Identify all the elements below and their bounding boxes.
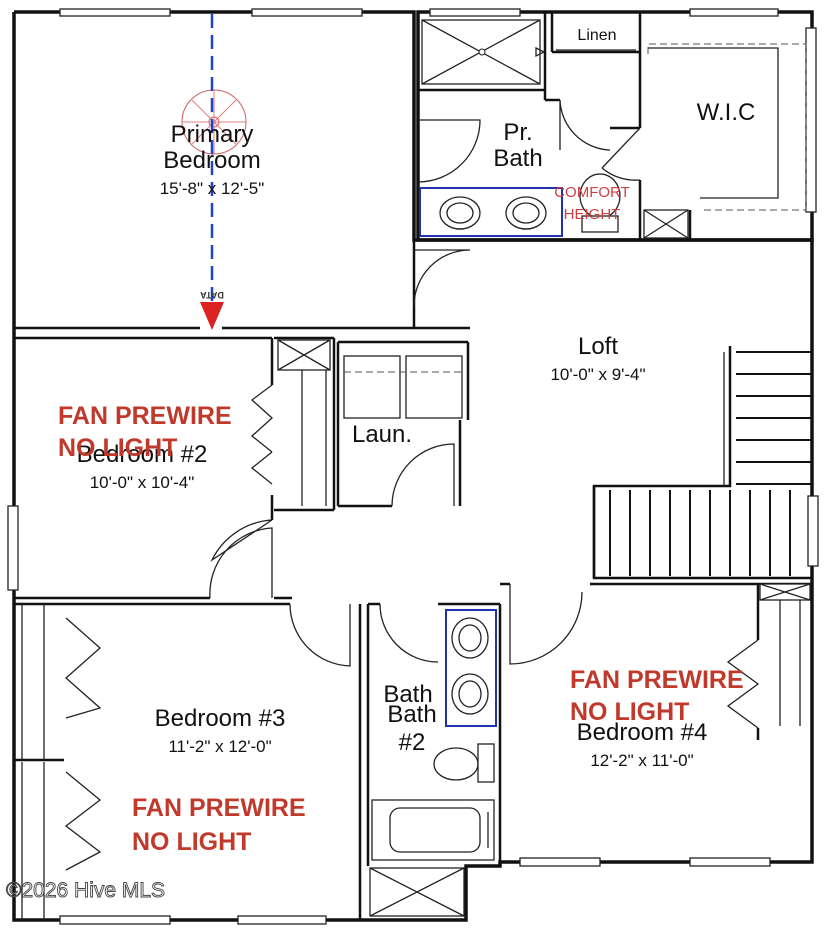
interior-walls bbox=[14, 12, 812, 920]
primary-bedroom-name-1: Primary bbox=[171, 121, 254, 148]
bedroom3-dims: 11'-2" x 12'-0" bbox=[168, 737, 271, 756]
hvac-boxes bbox=[277, 209, 811, 917]
bedroom4-dims: 12'-2" x 11'-0" bbox=[590, 751, 693, 770]
note-bedroom4-line1: FAN PREWIRE bbox=[570, 666, 744, 694]
bath2-name-2: #2 bbox=[399, 729, 426, 756]
pr-bath-toilet bbox=[579, 173, 621, 233]
bath2-ghost-label: Bath bbox=[383, 681, 432, 708]
shower bbox=[421, 19, 546, 85]
data-label: DATA bbox=[200, 290, 224, 300]
pr-bath-name-2: Bath bbox=[493, 145, 542, 172]
pr-bath-name-1: Pr. bbox=[503, 119, 532, 146]
bath2-fixtures bbox=[371, 609, 497, 861]
data-marker-icon bbox=[200, 302, 224, 330]
comfort-height-1: COMFORT bbox=[554, 184, 630, 201]
laundry-appliances bbox=[343, 355, 463, 419]
bedroom3-name: Bedroom #3 bbox=[155, 705, 286, 732]
fan-prewire-notes: FAN PREWIRE NO LIGHT FAN PREWIRE NO LIGH… bbox=[58, 402, 744, 856]
stairs bbox=[592, 346, 812, 580]
note-bedroom2-line2: NO LIGHT bbox=[58, 434, 177, 462]
note-bedroom3-line2: NO LIGHT bbox=[132, 828, 251, 856]
primary-bedroom-dims: 15'-8" x 12'-5" bbox=[160, 179, 265, 198]
watermark: ©2026 Hive MLS bbox=[6, 879, 165, 902]
loft-name: Loft bbox=[578, 333, 618, 360]
doors bbox=[209, 99, 641, 667]
laundry-label: Laun. bbox=[352, 421, 412, 448]
wic-label: W.I.C bbox=[697, 99, 756, 126]
bedroom4-name: Bedroom #4 bbox=[577, 719, 708, 746]
closet-doors bbox=[21, 370, 801, 920]
pr-bath-vanity bbox=[419, 187, 563, 237]
note-bedroom2-line1: FAN PREWIRE bbox=[58, 402, 232, 430]
primary-bedroom-name-2: Bedroom bbox=[163, 147, 260, 174]
linen-label: Linen bbox=[577, 27, 616, 44]
wic-shelving bbox=[556, 43, 807, 211]
ceiling-fan-icon bbox=[181, 89, 247, 155]
note-bedroom4-line2: NO LIGHT bbox=[570, 698, 689, 726]
note-bedroom3-line1: FAN PREWIRE bbox=[132, 794, 306, 822]
loft-dims: 10'-0" x 9'-4" bbox=[550, 365, 645, 384]
bedroom2-dims: 10'-0" x 10'-4" bbox=[90, 473, 195, 492]
room-labels: Primary Bedroom 15'-8" x 12'-5" Linen Pr… bbox=[77, 27, 756, 770]
bedroom2-name: Bedroom #2 bbox=[77, 441, 208, 468]
comfort-height-2: HEIGHT bbox=[564, 206, 621, 223]
data-run-line: DATA bbox=[200, 14, 224, 330]
windows bbox=[7, 8, 819, 925]
bath2-name-1: Bath bbox=[387, 701, 436, 728]
